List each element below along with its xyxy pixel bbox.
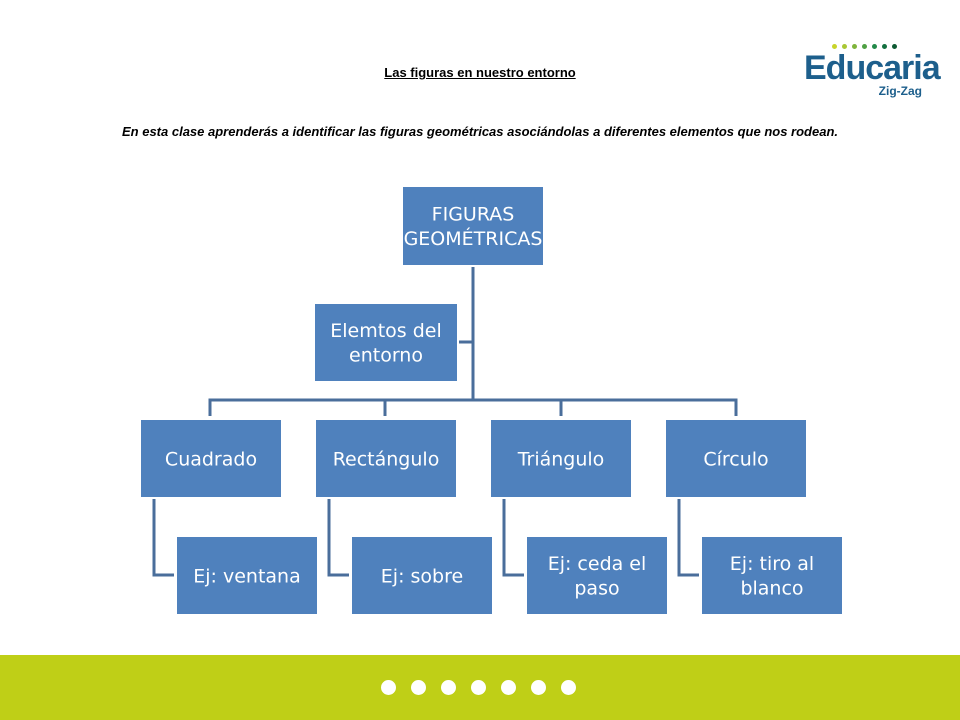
node-shape: Triángulo xyxy=(489,418,633,499)
node-figuras-geometricas-box xyxy=(401,185,545,267)
footer-dot xyxy=(411,680,426,695)
node-example: Ej: ceda el paso xyxy=(525,535,669,616)
intro-text: En esta clase aprenderás a identificar l… xyxy=(122,124,838,139)
node-example-box xyxy=(350,535,494,616)
node-shape: Cuadrado xyxy=(139,418,283,499)
node-example: Ej: sobre xyxy=(350,535,494,616)
node-example-label: paso xyxy=(574,578,619,600)
node-example-box xyxy=(525,535,669,616)
node-shape-box xyxy=(489,418,633,499)
footer-dot xyxy=(531,680,546,695)
shape-bus-connector xyxy=(208,398,738,416)
footer-dot xyxy=(441,680,456,695)
node-elementos-entorno-label: entorno xyxy=(349,345,423,367)
logo-dot xyxy=(852,44,857,49)
node-shape: Rectángulo xyxy=(314,418,458,499)
node-example: Ej: tiro al blanco xyxy=(700,535,844,616)
node-elementos-entorno-label: Elemtos del xyxy=(330,320,442,342)
example-connector xyxy=(502,497,524,577)
node-example-label: Ej: ceda el xyxy=(548,553,647,575)
node-shape-label: Cuadrado xyxy=(165,448,257,470)
page-title: Las figuras en nuestro entorno xyxy=(384,65,576,80)
node-shape-box xyxy=(314,418,458,499)
logo-dot xyxy=(862,44,867,49)
footer-dot xyxy=(471,680,486,695)
node-elementos-entorno-box xyxy=(313,302,459,383)
node-shape-label: Triángulo xyxy=(517,448,605,470)
logo-dot xyxy=(882,44,887,49)
node-figuras-geometricas-label: GEOMÉTRICAS xyxy=(404,227,543,250)
node-figuras-geometricas-label: FIGURAS xyxy=(432,203,515,225)
footer-bar xyxy=(0,655,960,720)
node-example-box xyxy=(700,535,844,616)
logo-dot xyxy=(842,44,847,49)
node-example-label: blanco xyxy=(740,578,803,600)
logo-dot xyxy=(872,44,877,49)
node-shape-box xyxy=(664,418,808,499)
node-shape: Círculo xyxy=(664,418,808,499)
node-elementos-entorno: Elemtos del entorno xyxy=(313,302,459,383)
node-example-box xyxy=(175,535,319,616)
footer-dot xyxy=(381,680,396,695)
logo-dot xyxy=(892,44,897,49)
node-example-label: Ej: ventana xyxy=(193,565,300,587)
example-connector xyxy=(327,497,349,577)
logo-dot xyxy=(832,44,837,49)
footer-dot xyxy=(501,680,516,695)
footer-dot xyxy=(561,680,576,695)
example-connector xyxy=(152,497,174,577)
node-example: Ej: ventana xyxy=(175,535,319,616)
logo-name: Educaria xyxy=(804,49,941,87)
educaria-logo: Educaria Zig-Zag xyxy=(804,40,941,102)
node-example-label: Ej: tiro al xyxy=(730,553,814,575)
node-example-label: Ej: sobre xyxy=(381,565,463,587)
example-connector xyxy=(677,497,699,577)
node-shape-box xyxy=(139,418,283,499)
logo-subtitle: Zig-Zag xyxy=(878,84,922,98)
node-shape-label: Círculo xyxy=(703,448,768,470)
node-shape-label: Rectángulo xyxy=(333,448,440,470)
